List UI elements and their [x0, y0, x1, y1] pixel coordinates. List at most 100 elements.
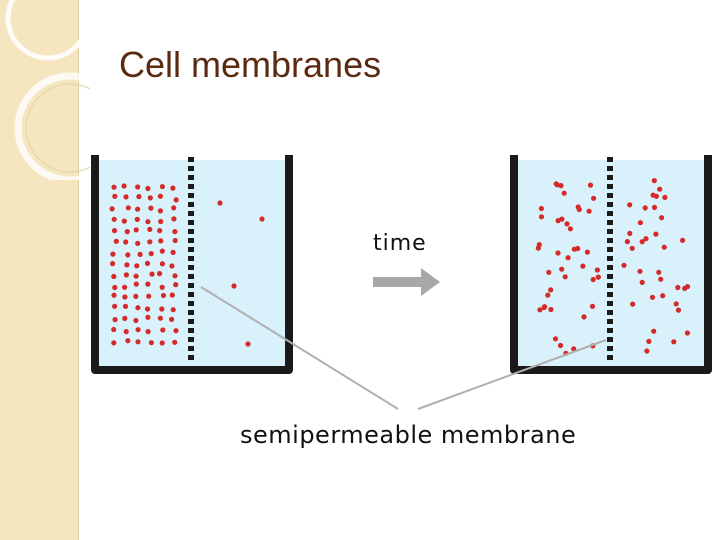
solute-particle: [173, 282, 179, 288]
solute-particle: [159, 248, 165, 254]
solute-particle: [639, 239, 645, 245]
solute-particle: [586, 208, 592, 214]
solute-particle: [231, 283, 237, 289]
solute-particle: [656, 269, 662, 275]
solute-particle: [571, 246, 577, 252]
solute-particle: [621, 262, 627, 268]
solute-particle: [123, 272, 129, 278]
solute-particle: [642, 205, 648, 211]
solute-particle: [158, 218, 164, 225]
solute-particle: [112, 303, 118, 309]
container-before: [91, 155, 293, 374]
solute-particle: [661, 244, 667, 250]
solute-particle: [122, 294, 128, 300]
solute-particle: [555, 250, 561, 256]
solute-particle: [653, 231, 659, 237]
solute-particle: [111, 273, 117, 280]
solute-particle: [159, 184, 165, 190]
solute-particle: [169, 292, 175, 298]
solute-particle: [112, 284, 118, 291]
solute-particle: [123, 329, 129, 335]
solute-particle: [564, 221, 570, 227]
leader-line-left: [200, 286, 399, 410]
solute-particle: [675, 307, 682, 313]
solute-particle: [159, 340, 165, 346]
solute-particle: [571, 346, 577, 352]
solute-particle: [171, 216, 177, 222]
solute-particle: [123, 239, 129, 245]
solute-particle: [160, 292, 167, 299]
beaker-before: [91, 155, 293, 374]
solute-particle: [639, 279, 645, 285]
solute-particle: [671, 339, 677, 345]
solute-particle: [157, 208, 163, 214]
solute-particle: [159, 261, 165, 267]
solute-particle: [136, 194, 142, 200]
solute-particle: [542, 304, 548, 310]
membrane-label: semipermeable membrane: [240, 421, 577, 449]
solute-particle: [589, 303, 596, 309]
solute-particle: [111, 184, 117, 190]
solute-particle: [172, 273, 178, 279]
solute-particle: [538, 205, 545, 212]
solute-particle: [552, 336, 559, 342]
solute-particle: [590, 276, 596, 283]
solute-particle: [110, 251, 116, 257]
solute-particle: [122, 315, 128, 321]
solute-particle: [145, 329, 151, 335]
solute-particle: [576, 206, 582, 213]
solute-particle: [662, 194, 668, 200]
solute-particle: [157, 315, 163, 321]
solute-particle: [112, 317, 118, 323]
solute-particle: [172, 229, 178, 235]
solute-particle: [561, 190, 567, 196]
solute-particle: [122, 303, 129, 309]
solute-particle: [173, 197, 179, 203]
solute-particle: [627, 230, 633, 236]
solute-particle: [637, 220, 644, 226]
solute-particle: [146, 293, 152, 299]
solute-particle: [160, 327, 166, 333]
solute-particle: [111, 292, 117, 298]
solute-particle: [135, 305, 141, 311]
solute-particle: [581, 314, 587, 320]
solute-particle: [159, 284, 165, 290]
solute-particle: [217, 200, 223, 206]
solute-particle: [133, 293, 139, 299]
solute-particle: [147, 195, 153, 201]
solute-particle: [135, 327, 141, 333]
solute-particle: [659, 215, 665, 221]
solute-particle: [565, 255, 571, 261]
solute-particle: [121, 218, 127, 224]
solute-particle: [134, 216, 140, 222]
solute-particle: [111, 216, 117, 222]
solute-particle: [562, 274, 568, 280]
solute-particle: [580, 263, 586, 269]
solute-particle: [587, 182, 594, 188]
solute-particle: [144, 260, 151, 266]
solute-particle: [121, 183, 127, 189]
right-arrow-icon: [373, 268, 440, 296]
solute-particle: [122, 284, 128, 290]
solute-particle: [170, 185, 176, 191]
solute-particle: [111, 340, 117, 346]
solute-particle: [557, 342, 564, 349]
solute-particle: [124, 262, 130, 268]
solute-particle: [535, 245, 541, 251]
solute-particle: [558, 183, 564, 189]
solute-particle: [172, 237, 178, 244]
solute-particle: [567, 226, 574, 232]
leader-line-right: [417, 339, 607, 410]
solute-particle: [660, 293, 666, 299]
solute-particle: [537, 307, 543, 313]
solute-particle: [649, 294, 656, 300]
solute-particle: [123, 194, 129, 200]
slide-title: Cell membranes: [119, 44, 382, 85]
solute-particles-before: [109, 183, 265, 347]
solute-particle: [594, 267, 601, 273]
solute-particle: [125, 338, 131, 344]
solute-particle: [591, 195, 597, 201]
solute-particle: [644, 348, 650, 354]
solute-particle: [169, 316, 175, 322]
